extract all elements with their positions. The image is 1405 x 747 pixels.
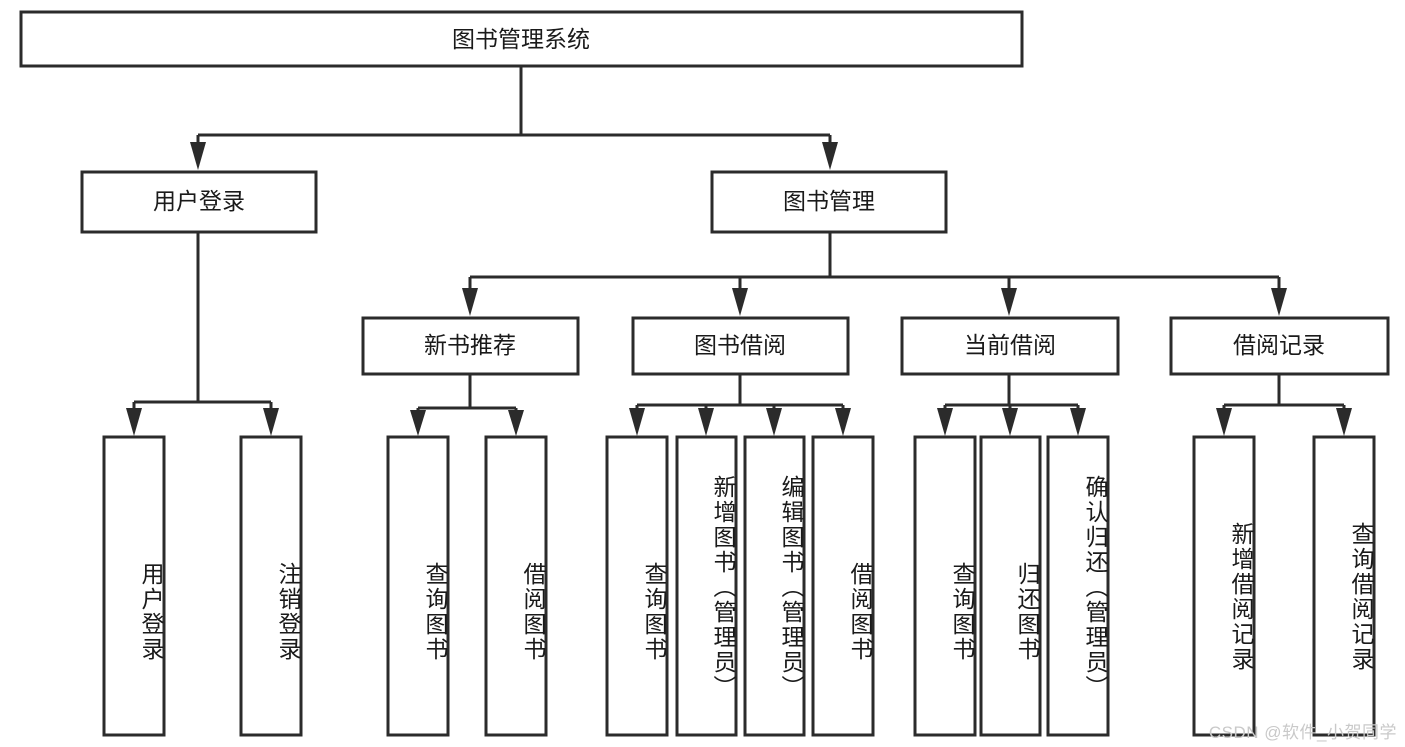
arrow-bookborrow-leaf4-icon	[835, 408, 851, 436]
node-current-borrow-box[interactable]	[900, 316, 1120, 376]
node-root[interactable]: 图书管理系统	[19, 10, 1024, 68]
node-borrow-record-label: 借阅记录	[1233, 332, 1325, 358]
arrow-newbook-leaf1-icon	[410, 410, 426, 436]
node-book-borrow-box[interactable]	[631, 316, 850, 376]
leaf-box-query-book-3[interactable]	[913, 435, 977, 737]
leaf-box-edit-book[interactable]	[743, 435, 806, 737]
node-book-borrow[interactable]: 图书借阅	[631, 316, 850, 376]
arrow-borrowrecord-leaf1-icon	[1216, 408, 1232, 436]
arrow-currentborrow-leaf3-icon	[1070, 408, 1086, 436]
arrow-user-login-leaf2-icon	[263, 408, 279, 436]
connector-group-user-login	[126, 232, 279, 436]
node-user-login-box[interactable]	[80, 170, 318, 234]
connector-group-new-book-recommend	[410, 374, 524, 436]
arrow-currentborrow-leaf1-icon	[937, 408, 953, 436]
node-book-manage-box[interactable]	[710, 170, 948, 234]
arrow-currentborrow-leaf2-icon	[1002, 408, 1018, 436]
arrow-book-manage-child3-icon	[1001, 288, 1017, 316]
arrow-borrowrecord-leaf2-icon	[1336, 408, 1352, 436]
node-book-borrow-label: 图书借阅	[694, 332, 786, 358]
arrow-bookborrow-leaf2-icon	[698, 408, 714, 436]
arrow-root-to-book-manage-icon	[822, 142, 838, 170]
node-borrow-record[interactable]: 借阅记录	[1169, 316, 1390, 376]
leaf-box-query-record[interactable]	[1312, 435, 1376, 737]
arrow-bookborrow-leaf1-icon	[629, 408, 645, 436]
node-book-manage-label: 图书管理	[783, 188, 875, 214]
leaf-box-confirm-return[interactable]	[1046, 435, 1110, 737]
leaf-box-borrow-book-1[interactable]	[484, 435, 548, 737]
watermark-text: CSDN @软件_小贺同学	[1208, 723, 1397, 742]
node-book-manage[interactable]: 图书管理	[710, 170, 948, 234]
node-user-login-label: 用户登录	[153, 188, 245, 214]
arrow-book-manage-child1-icon	[462, 288, 478, 316]
node-borrow-record-box[interactable]	[1169, 316, 1390, 376]
arrow-user-login-leaf1-icon	[126, 408, 142, 436]
node-user-login[interactable]: 用户登录	[80, 170, 318, 234]
node-root-box[interactable]	[19, 10, 1024, 68]
leaf-box-query-book-1[interactable]	[386, 435, 450, 737]
arrow-bookborrow-leaf3-icon	[766, 408, 782, 436]
leaf-box-add-record[interactable]	[1192, 435, 1256, 737]
node-root-label: 图书管理系统	[452, 26, 590, 52]
leaf-box-return-book[interactable]	[979, 435, 1042, 737]
leaf-box-borrow-book-2[interactable]	[811, 435, 875, 737]
arrow-book-manage-child4-icon	[1271, 288, 1287, 316]
leaf-box-user-logout[interactable]	[239, 435, 303, 737]
leaf-box-user-login[interactable]	[102, 435, 166, 737]
node-new-book-recommend-box[interactable]	[361, 316, 580, 376]
connector-group-current-borrow	[937, 374, 1086, 436]
arrow-root-to-user-login-icon	[190, 142, 206, 170]
leaf-box-add-book[interactable]	[675, 435, 738, 737]
node-new-book-recommend[interactable]: 新书推荐	[361, 316, 580, 376]
node-current-borrow[interactable]: 当前借阅	[900, 316, 1120, 376]
connector-group-root	[190, 66, 838, 170]
arrow-newbook-leaf2-icon	[508, 410, 524, 436]
leaf-box-query-book-2[interactable]	[605, 435, 669, 737]
connector-group-book-manage	[462, 232, 1287, 316]
arrow-book-manage-child2-icon	[732, 288, 748, 316]
connector-group-borrow-record	[1216, 374, 1352, 436]
connector-group-book-borrow	[629, 374, 851, 436]
node-current-borrow-label: 当前借阅	[964, 332, 1056, 358]
node-new-book-recommend-label: 新书推荐	[424, 332, 516, 358]
